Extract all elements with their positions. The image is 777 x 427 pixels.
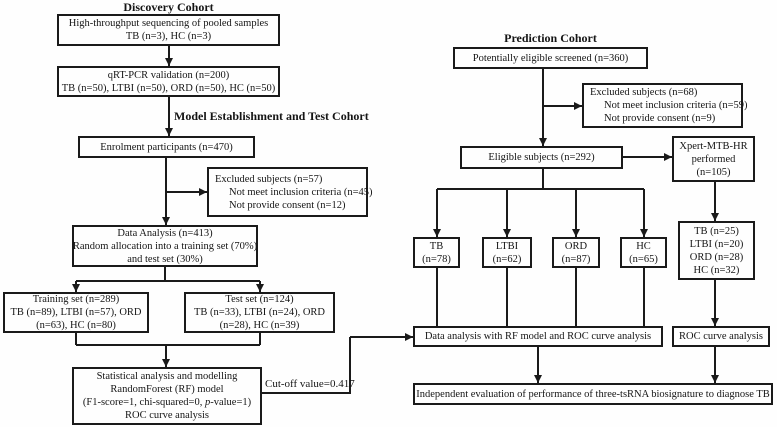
text-line: High-throughput sequencing of pooled sam… xyxy=(68,18,269,29)
text-line: Enrolment participants (n=470) xyxy=(100,141,233,153)
text-line: Test set (n=124) xyxy=(225,294,294,305)
connector-lines xyxy=(75,169,645,394)
text-line: HC (n=32) xyxy=(693,264,740,276)
text-line: Potentially eligible screened (n=360) xyxy=(472,52,629,64)
text-line: Eligible subjects (n=292) xyxy=(488,152,595,163)
text-line: Excluded subjects (n=68) xyxy=(590,87,698,98)
node-excluded-left: Excluded subjects (n=57) Not meet inclus… xyxy=(207,167,373,217)
text-line: (n=87) xyxy=(561,253,591,265)
text-line: TB (n=89), LTBI (n=57), ORD xyxy=(10,307,142,318)
node-xpert-performed: Xpert-MTB-HR performed (n=105) xyxy=(672,136,755,182)
node-test-set: Test set (n=124) TB (n=33), LTBI (n=24),… xyxy=(184,292,335,333)
text-line: Random allocation into a training set (7… xyxy=(72,240,258,252)
text-line: (F1-score=1, chi-squared=0, p-value=1) xyxy=(83,396,251,409)
text-line: Xpert-MTB-HR xyxy=(679,140,748,152)
text-line: HC xyxy=(636,240,651,252)
stats-prefix: (F1-score=1, chi-squared=0, xyxy=(82,397,205,408)
node-qrtpcr-validation: qRT-PCR validation (n=200) TB (n=50), LT… xyxy=(57,66,280,97)
text-line: (n=62) xyxy=(492,253,522,265)
text-line: TB (n=33), LTBI (n=24), ORD xyxy=(193,307,326,318)
node-data-analysis: Data Analysis (n=413) Random allocation … xyxy=(72,225,258,267)
text-line: Training set (n=289) xyxy=(32,294,120,305)
text-line: RandomForest (RF) model xyxy=(110,384,224,395)
text-line: TB xyxy=(429,240,444,252)
text-line: Statistical analysis and modelling xyxy=(96,371,238,382)
node-eligible-subjects: Eligible subjects (n=292) xyxy=(460,146,623,169)
text-line: (n=105) xyxy=(696,166,731,178)
node-independent-evaluation: Independent evaluation of performance of… xyxy=(413,383,773,405)
text-line: Not provide consent (n=12) xyxy=(229,199,346,211)
text-line: Not provide consent (n=9) xyxy=(604,113,716,124)
cutoff-value-label: Cut-off value=0.417 xyxy=(265,378,355,390)
node-statistical-modelling: Statistical analysis and modelling Rando… xyxy=(72,367,262,425)
text-line: qRT-PCR validation (n=200) xyxy=(107,69,230,81)
heading-model-cohort: Model Establishment and Test Cohort xyxy=(174,109,369,123)
node-excluded-right: Excluded subjects (n=68) Not meet inclus… xyxy=(582,83,748,128)
node-rf-roc-analysis: Data analysis with RF model and ROC curv… xyxy=(413,326,663,347)
node-xpert-results: TB (n=25) LTBI (n=20) ORD (n=28) HC (n=3… xyxy=(678,221,755,280)
text-line: Not meet inclusion criteria (n=45) xyxy=(229,186,373,198)
text-line: performed xyxy=(691,153,736,165)
text-line: (n=78) xyxy=(422,253,451,265)
stats-suffix: -value=1) xyxy=(210,397,252,408)
text-line: (n=63), HC (n=80) xyxy=(36,320,116,331)
stats-p-italic: p xyxy=(204,397,211,408)
text-line: LTBI (n=20) xyxy=(689,238,744,250)
node-potentially-eligible: Potentially eligible screened (n=360) xyxy=(453,47,648,69)
text-line: (n=28), HC (n=39) xyxy=(219,320,300,331)
heading-prediction-cohort: Prediction Cohort xyxy=(504,31,597,45)
text-line: ROC curve analysis xyxy=(125,410,209,421)
node-enrolment: Enrolment participants (n=470) xyxy=(78,136,255,158)
node-training-set: Training set (n=289) TB (n=89), LTBI (n=… xyxy=(3,292,149,333)
text-line: TB (n=3), HC (n=3) xyxy=(125,31,212,42)
node-group-tb: TB (n=78) xyxy=(413,237,460,268)
text-line: ORD xyxy=(564,240,588,252)
node-group-hc: HC (n=65) xyxy=(620,237,667,268)
node-sequencing: High-throughput sequencing of pooled sam… xyxy=(57,14,280,46)
text-line: ORD (n=28) xyxy=(689,251,744,263)
heading-discovery-cohort: Discovery Cohort xyxy=(123,0,214,14)
node-roc-analysis: ROC curve analysis xyxy=(672,326,770,347)
text-line: Not meet inclusion criteria (n=59) xyxy=(604,100,748,111)
text-line: Excluded subjects (n=57) xyxy=(215,173,323,185)
node-group-ltbi: LTBI (n=62) xyxy=(482,237,532,268)
text-line: TB (n=25) xyxy=(694,225,739,237)
text-line: Data analysis with RF model and ROC curv… xyxy=(424,331,652,342)
text-line: Data Analysis (n=413) xyxy=(117,227,213,239)
text-line: and test set (30%) xyxy=(127,253,203,265)
text-line: (n=65) xyxy=(629,253,658,265)
node-group-ord: ORD (n=87) xyxy=(552,237,600,268)
text-line: TB (n=50), LTBI (n=50), ORD (n=50), HC (… xyxy=(61,82,276,94)
text-line: ROC curve analysis xyxy=(679,331,763,342)
text-line: Independent evaluation of performance of… xyxy=(416,388,770,400)
text-line: LTBI xyxy=(495,240,519,252)
